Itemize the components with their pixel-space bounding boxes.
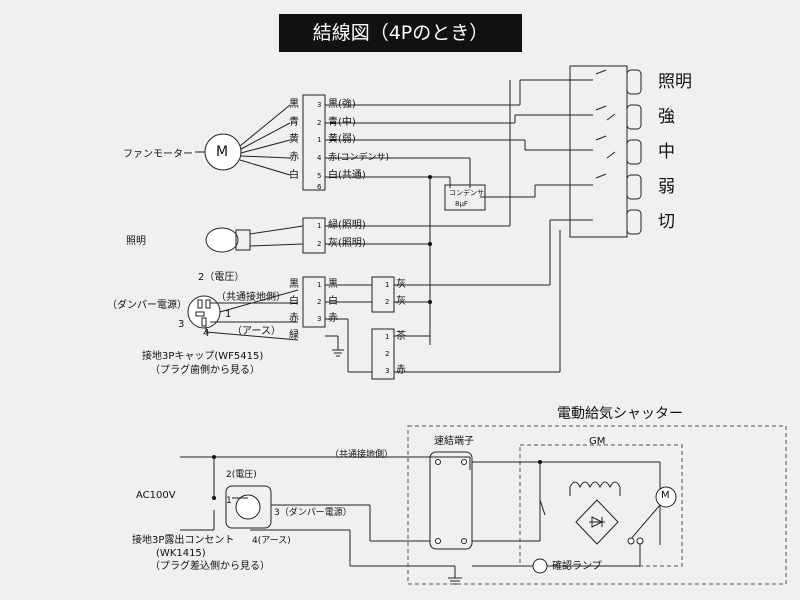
rotary-switch-box	[569, 65, 628, 238]
motor-wire-left: 黒	[289, 99, 299, 110]
outlet-pin2-label: 2(電圧)	[226, 470, 257, 480]
gm-label: GM	[589, 436, 606, 447]
plug-pin4-label: 4	[203, 328, 210, 339]
light-terminal-block	[302, 217, 326, 254]
plug-power-label: （ダンパー電源）	[107, 300, 187, 311]
fan-motor-symbol: M	[216, 144, 229, 160]
plug-cap-note: （プラグ歯側から見る）	[150, 365, 260, 376]
switch-label-off: 切	[658, 212, 675, 232]
motor-right-wires	[325, 79, 593, 345]
light-wire-right: 緑(照明)	[328, 220, 366, 231]
light-wire-right: 灰(照明)	[328, 238, 366, 249]
relay2-label: 茶	[396, 331, 406, 342]
plug-pin2-label: 2（電圧）	[198, 272, 245, 283]
motor-wire-left: 白	[289, 170, 299, 181]
capacitor-label: コンデンサ	[449, 189, 484, 197]
plug-pin1-label: 1	[225, 309, 232, 320]
motor-wire-right: 白(共通)	[328, 170, 366, 181]
plug-cap-name: 接地3Pキャップ(WF5415)	[142, 351, 264, 362]
terminal-number: 2	[385, 298, 390, 306]
damper-wire-right: 黒	[328, 279, 338, 290]
terminal-number: 1	[317, 222, 322, 230]
confirm-lamp-icon	[532, 558, 548, 574]
terminal-number: 3	[317, 101, 322, 109]
relay1-label: 灰	[396, 279, 406, 290]
terminal-number: 1	[385, 281, 390, 289]
ac-voltage-label: AC100V	[136, 490, 176, 501]
switch-knob-icons	[626, 69, 642, 235]
terminal-number: 2	[317, 298, 322, 306]
damper-wire-right: 赤	[328, 313, 338, 324]
outlet-pin4-label: 4(アース)	[252, 536, 291, 546]
quick-terminal-label: 速結端子	[434, 436, 474, 447]
confirm-lamp-label: 確認ランプ	[552, 561, 602, 572]
gm-motor-symbol: M	[661, 490, 670, 501]
terminal-number: 1	[385, 333, 390, 341]
terminal-number: 3	[317, 315, 322, 323]
switch-contacts	[595, 69, 616, 179]
quick-terminal-block	[429, 451, 473, 550]
terminal-number: 1	[317, 281, 322, 289]
capacitor-box	[444, 184, 486, 211]
relay1-label: 灰	[396, 296, 406, 307]
motor-wire-right: 黄(弱)	[328, 134, 356, 145]
relay-block-2	[371, 328, 395, 380]
damper-wire-left: 緑	[289, 330, 299, 341]
switch-label-light: 照明	[658, 72, 692, 92]
outlet-name: 接地3P露出コンセント	[132, 535, 235, 546]
shutter-frame	[407, 425, 787, 585]
outlet-common-label: （共通接地側）	[330, 450, 394, 460]
plug-common-label: （共通接地側）	[216, 292, 286, 303]
outlet-icon	[225, 485, 272, 529]
motor-wire-left: 黄	[289, 134, 299, 145]
outlet-pin3-label: 3（ダンパー電源）	[274, 508, 352, 518]
page-title: 結線図（4Pのとき）	[279, 14, 522, 52]
shutter-title: 電動給気シャッター	[557, 406, 683, 422]
motor-wire-left: 青	[289, 117, 299, 128]
motor-wire-right: 黒(強)	[328, 99, 356, 110]
motor-terminal-block	[302, 94, 326, 191]
motor-wire-right: 赤(コンデンサ)	[328, 153, 390, 163]
gm-frame	[519, 444, 683, 567]
damper-wire-left: 赤	[289, 313, 299, 324]
terminal-number: 2	[317, 119, 322, 127]
motor-wire-right: 青(中)	[328, 117, 356, 128]
terminal-number: 6	[317, 183, 322, 191]
fan-motor-label: ファンモーター	[123, 149, 193, 160]
relay-block-1	[371, 276, 395, 313]
switch-label-weak: 弱	[658, 177, 675, 197]
terminal-number: 4	[317, 154, 322, 162]
terminal-number: 2	[385, 350, 390, 358]
motor-wire-left: 赤	[289, 152, 299, 163]
gm-motor-icon	[655, 486, 677, 508]
light-label: 照明	[126, 236, 146, 247]
relay2-label: 赤	[396, 365, 406, 376]
plug-earth-label: （アース）	[232, 326, 281, 337]
terminal-number: 1	[317, 136, 322, 144]
damper-wire-left: 白	[289, 296, 299, 307]
outlet-note: （プラグ差込側から見る）	[150, 561, 270, 572]
terminal-number: 2	[317, 240, 322, 248]
outlet-pin1-label: 1	[226, 496, 232, 506]
outlet-model: (WK1415)	[156, 548, 206, 559]
damper-terminal-block	[302, 276, 326, 328]
plug-pin3-label: 3	[178, 319, 185, 330]
damper-wire-left: 黒	[289, 279, 299, 290]
terminal-number: 3	[385, 367, 390, 375]
light-bulb-icon	[205, 227, 239, 253]
capacitor-value: 8μF	[455, 200, 468, 208]
switch-label-strong: 強	[658, 107, 675, 127]
terminal-number: 5	[317, 172, 322, 180]
switch-label-medium: 中	[658, 142, 675, 162]
damper-wire-right: 白	[328, 296, 338, 307]
